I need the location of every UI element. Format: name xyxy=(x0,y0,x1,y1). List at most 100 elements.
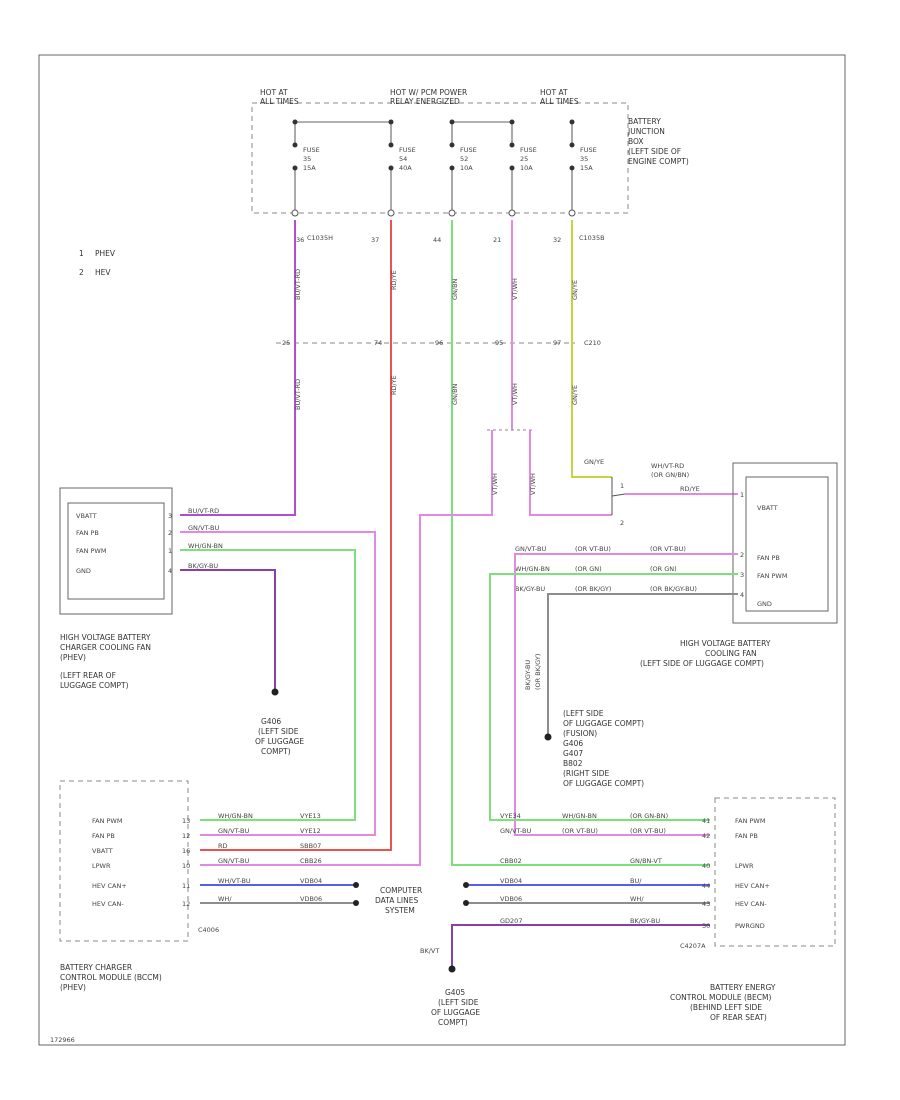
fan-left-inner xyxy=(67,502,165,600)
fan-right-wire-code: GN/VT-BU xyxy=(515,545,546,553)
wire-code-label: GN/YE xyxy=(571,280,579,300)
fan-left-label-2: CHARGER COOLING FAN xyxy=(60,643,151,652)
wire-lpwr-right xyxy=(529,430,612,516)
gnd-left-label-2: (LEFT SIDE xyxy=(258,727,299,736)
gnd-bottom-label-4: COMPT) xyxy=(438,1018,468,1027)
becm-pin-num: 42 xyxy=(702,832,710,840)
legend-num-1: 1 xyxy=(79,249,84,258)
bccm-pin-num: 13 xyxy=(182,817,190,825)
fuse-terminal xyxy=(388,165,394,171)
hot-label-1a: HOT AT xyxy=(260,88,288,97)
fan-right-wire-code: (OR GN) xyxy=(650,565,677,573)
pin-mid-5: 97 xyxy=(553,339,561,347)
connector-pin xyxy=(568,209,576,217)
selector-wire: GN/YE xyxy=(584,458,604,466)
bjb-label-2: JUNCTION xyxy=(627,127,665,136)
becm-pin-num: 30 xyxy=(702,922,710,930)
bccm-label-2: CONTROL MODULE (BCCM) xyxy=(60,973,162,982)
wire-code-label: BU/VT-RD xyxy=(294,379,302,410)
selector-label-2: (OR GN/BN) xyxy=(651,471,689,479)
bccm-wire-code: GN/VT-BU xyxy=(218,857,249,865)
connector-c210: 25 74 96 95 97 C210 xyxy=(276,339,601,347)
gnd-right-label: (LEFT SIDE xyxy=(563,709,604,718)
fuse-number: 35 xyxy=(580,155,588,163)
becm-wire-left: VDB04 xyxy=(500,877,522,885)
wire-fanpwm-left xyxy=(180,549,356,821)
fan-left-pin-label: GND xyxy=(76,567,91,575)
legend: 1 PHEV 2 HEV xyxy=(79,249,116,277)
gnd-left-label-1: G406 xyxy=(261,717,281,726)
becm-pin-label: FAN PWM xyxy=(735,817,765,825)
fan-right-pin-num: 3 xyxy=(740,571,744,579)
bccm-label-3: (PHEV) xyxy=(60,983,86,992)
fan-right-pin-num: 1 xyxy=(740,491,744,499)
bus-node xyxy=(509,119,515,125)
battery-junction-box: HOT AT ALL TIMES HOT W/ PCM POWER RELAY … xyxy=(251,88,689,244)
fuse-terminal xyxy=(449,165,455,171)
connector-c1035h: C1035H xyxy=(307,234,333,242)
bccm-pin-num: 12 xyxy=(182,900,190,908)
fan-right-wire-code: (OR VT-BU) xyxy=(650,545,686,553)
fan-left-wire-code: BU/VT-RD xyxy=(188,507,219,515)
gnd-bottom-label-3: OF LUGGAGE xyxy=(431,1008,480,1017)
wire-vbatt-left xyxy=(180,220,296,516)
becm-wire-right: BU/ xyxy=(630,877,642,885)
becm-pin-label: FAN PB xyxy=(735,832,758,840)
diagram-frame xyxy=(38,54,846,1046)
fuse-terminal xyxy=(449,142,455,148)
wire-green-lpwr xyxy=(451,220,710,866)
bccm-pin-label: FAN PWM xyxy=(92,817,122,825)
wire-yellow-fuse5 xyxy=(571,220,612,478)
fan-right-wire-code: WH/GN-BN xyxy=(515,565,550,573)
gnd-right-wire-1: BK/GY-BU xyxy=(524,660,532,690)
bccm-pin-num: 10 xyxy=(182,862,190,870)
fuse-rating: 15A xyxy=(303,164,316,172)
fuse-terminal xyxy=(292,165,298,171)
wire-fanpb-left xyxy=(180,531,376,836)
fan-right-label-1: HIGH VOLTAGE BATTERY xyxy=(680,639,771,648)
fan-left-pin-label: FAN PB xyxy=(76,529,99,537)
wire-code-label: BU/VT-RD xyxy=(294,269,302,300)
bccm-circuit: SBB07 xyxy=(300,842,321,850)
pin-top-5: 32 xyxy=(553,236,561,244)
selector-a: 1 xyxy=(620,482,624,490)
diagram-id: 172966 xyxy=(50,1036,75,1044)
gnd-right-wire-2: (OR BK/GY) xyxy=(534,654,542,690)
wire-code-label: RD/YE xyxy=(390,270,398,290)
pin-top-1: 36 xyxy=(296,236,304,244)
fuse-number: 52 xyxy=(460,155,468,163)
bccm-wire-code: WH/VT-BU xyxy=(218,877,251,885)
fan-left-label-3: (PHEV) xyxy=(60,653,86,662)
becm-outline xyxy=(714,797,836,947)
gnd-bottom-wire: BK/VT xyxy=(420,947,439,955)
bccm-pin-label: LPWR xyxy=(92,862,111,870)
bccm-wire-code: WH/GN-BN xyxy=(218,812,253,820)
wire-code-label: VT/WH xyxy=(511,383,519,405)
bus-node xyxy=(569,119,575,125)
ground-left-dot xyxy=(271,688,279,696)
wire-code-label: VT/WH xyxy=(529,473,537,495)
becm-wire-left: CBB02 xyxy=(500,857,522,865)
fan-left-label-5: LUGGAGE COMPT) xyxy=(60,681,129,690)
legend-num-2: 2 xyxy=(79,268,84,277)
fuse-number: 25 xyxy=(520,155,528,163)
gnd-right-label: G406 xyxy=(563,739,583,748)
becm-connector: C4207A xyxy=(680,942,706,950)
legend-label-1: PHEV xyxy=(95,249,116,258)
cdl-label-2: DATA LINES xyxy=(375,896,418,905)
gnd-right-label: G407 xyxy=(563,749,583,758)
fuse-terminal xyxy=(388,142,394,148)
wire-code-label: RD/YE xyxy=(390,375,398,395)
ground-bottom-dot xyxy=(448,965,456,973)
can-minus-left-end xyxy=(353,900,359,906)
connector-pin xyxy=(387,209,395,217)
becm-wire-right: WH/ xyxy=(630,895,644,903)
wire-fanpb-right xyxy=(514,553,738,836)
fan-left-pin-num: 2 xyxy=(168,529,172,537)
fuse-label: FUSE xyxy=(520,146,537,154)
becm-wire-left: GN/VT-BU xyxy=(500,827,531,835)
becm-wire-left: GD207 xyxy=(500,917,522,925)
